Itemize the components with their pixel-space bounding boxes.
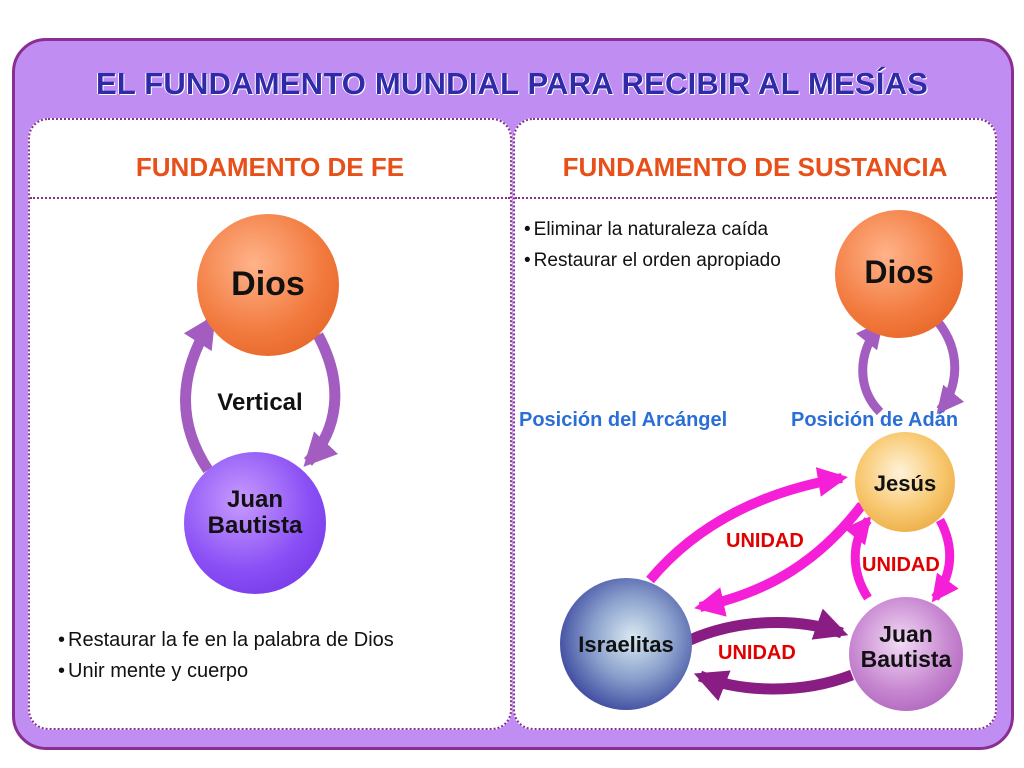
juan-label-right-line2: Bautista [860, 646, 952, 673]
substance-bullets: Eliminar la naturaleza caída Restaurar e… [524, 214, 781, 276]
jesus-node [855, 432, 955, 532]
vertical-label: Vertical [217, 389, 303, 416]
unity-label-israel-juan: UNIDAD [718, 642, 796, 664]
israel-to-jesus-arrow [646, 467, 848, 584]
juan-to-israel-arrow [693, 669, 854, 702]
juan-label-left: Juan Bautista [184, 486, 326, 540]
dios-node-right [835, 210, 963, 338]
right-divider [515, 197, 995, 199]
juan-node-left [184, 452, 326, 594]
unity-label-israel-jesus: UNIDAD [726, 530, 804, 552]
substance-heading: FUNDAMENTO DE SUSTANCIA [562, 152, 948, 182]
juan-label-right-line1: Juan [879, 621, 933, 647]
jesus-to-juan-arrow [931, 517, 959, 603]
juan-label-left-line2: Bautista [207, 512, 303, 540]
israelitas-node [560, 578, 692, 710]
archangel-position-label: Posición del Arcángel [519, 409, 728, 431]
juan-label-left-line1: Juan [226, 486, 283, 513]
page-title: EL FUNDAMENTO MUNDIAL PARA RECIBIR AL ME… [95, 66, 929, 101]
faith-heading: FUNDAMENTO DE FE [135, 152, 405, 182]
left-divider [30, 197, 510, 199]
israel-to-juan-arrow [687, 608, 849, 646]
substance-bullet-2: Restaurar el orden apropiado [524, 245, 781, 276]
israelitas-label: Israelitas [578, 632, 674, 657]
dios-node-left [197, 214, 339, 356]
jesus-label: Jesús [873, 471, 937, 496]
left-up-arrow [180, 314, 217, 474]
substance-bullet-1: Eliminar la naturaleza caída [524, 214, 781, 245]
left-down-arrow [303, 332, 341, 467]
right-down-arrow [934, 319, 965, 415]
juan-to-jesus-arrow [843, 515, 872, 601]
right-up-arrow [855, 320, 884, 416]
dios-label-right: Dios [864, 254, 934, 290]
dios-label-left: Dios [231, 265, 305, 303]
faith-bullets: Restaurar la fe en la palabra de Dios Un… [58, 625, 394, 687]
faith-bullet-1: Restaurar la fe en la palabra de Dios [58, 625, 394, 656]
faith-bullet-2: Unir mente y cuerpo [58, 656, 394, 687]
unity-label-jesus-juan: UNIDAD [862, 554, 940, 576]
adam-position-label: Posición de Adán [791, 409, 959, 431]
juan-label-right: Juan Bautista [849, 621, 963, 673]
juan-node-right [849, 597, 963, 711]
